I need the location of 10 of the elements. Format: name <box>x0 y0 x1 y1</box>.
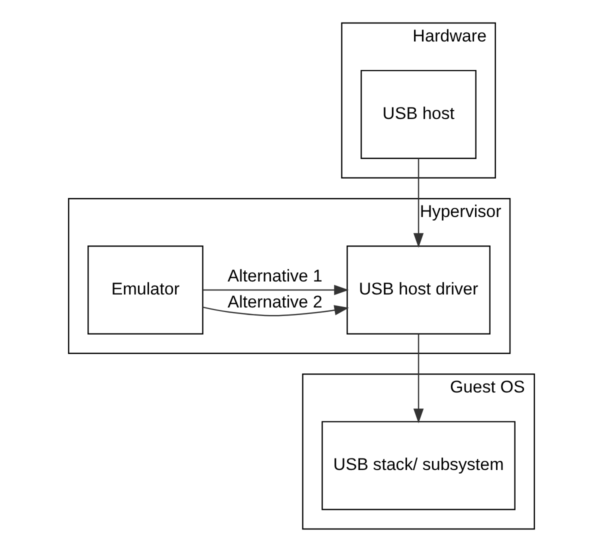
edge-label: Alternative 1 <box>228 266 322 286</box>
node-box: USB stack/ subsystem <box>322 421 516 510</box>
arrow <box>203 284 349 296</box>
node-box: USB host driver <box>346 246 490 335</box>
node-box: USB host <box>360 70 476 159</box>
arrow <box>202 305 349 316</box>
edge-label: Alternative 2 <box>228 292 322 312</box>
arrow <box>413 158 424 248</box>
node-box: Emulator <box>88 246 204 335</box>
arrow <box>413 334 424 424</box>
